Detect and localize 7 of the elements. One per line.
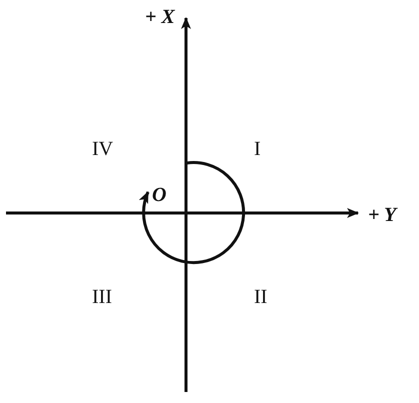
quadrant-label: IV	[92, 138, 114, 160]
axis-label: + X	[145, 6, 175, 28]
origin-label: O	[152, 184, 166, 206]
quadrant-label: III	[92, 286, 112, 308]
quadrant-label: I	[254, 138, 261, 160]
quadrant-label: II	[254, 286, 268, 308]
axis-label: + Y	[368, 204, 396, 226]
